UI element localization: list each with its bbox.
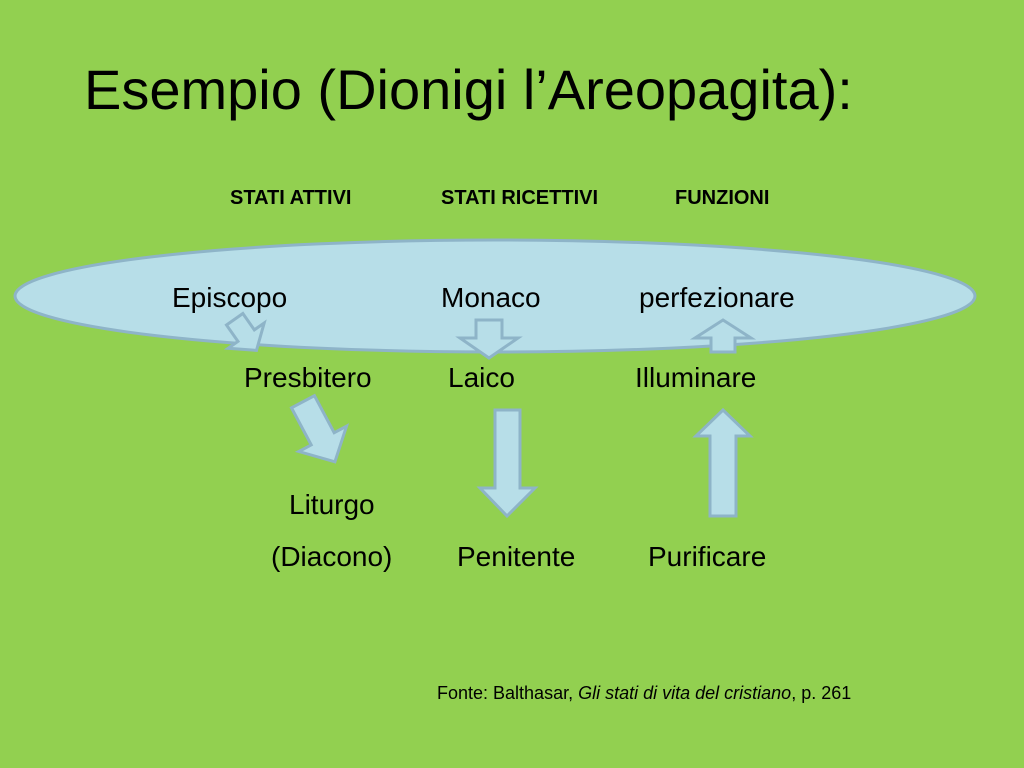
label-laico: Laico bbox=[448, 362, 515, 393]
header-receptive-states: STATI RICETTIVI bbox=[441, 187, 599, 209]
label-episcopo: Episcopo bbox=[172, 282, 288, 313]
slide-title: Esempio (Dionigi l’Areopagita): bbox=[84, 58, 853, 121]
label-perfezionare: perfezionare bbox=[639, 282, 795, 313]
label-monaco: Monaco bbox=[441, 282, 541, 313]
source-book-title: Gli stati di vita del cristiano bbox=[578, 683, 792, 703]
arrow-monaco-to-laico bbox=[455, 318, 523, 360]
label-diacono: (Diacono) bbox=[271, 541, 393, 572]
label-illuminare: Illuminare bbox=[635, 362, 757, 393]
label-presbitero: Presbitero bbox=[244, 362, 372, 393]
label-penitente: Penitente bbox=[457, 541, 576, 572]
arrow-illuminare-to-perfezionare bbox=[689, 318, 757, 354]
arrow-episcopo-to-presbitero bbox=[223, 311, 267, 352]
arrow-presbitero-to-liturgo bbox=[289, 393, 350, 464]
source-suffix: , p. 261 bbox=[791, 683, 852, 703]
header-functions: FUNZIONI bbox=[675, 187, 770, 209]
arrow-purificare-to-illuminare bbox=[692, 407, 754, 518]
label-liturgo: Liturgo bbox=[289, 489, 375, 520]
label-purificare: Purificare bbox=[648, 541, 767, 572]
arrow-laico-to-penitente bbox=[476, 408, 539, 519]
source-citation: Fonte: Balthasar, Gli stati di vita del … bbox=[437, 684, 851, 702]
source-prefix: Fonte: Balthasar, bbox=[437, 683, 579, 703]
header-active-states: STATI ATTIVI bbox=[230, 187, 352, 209]
